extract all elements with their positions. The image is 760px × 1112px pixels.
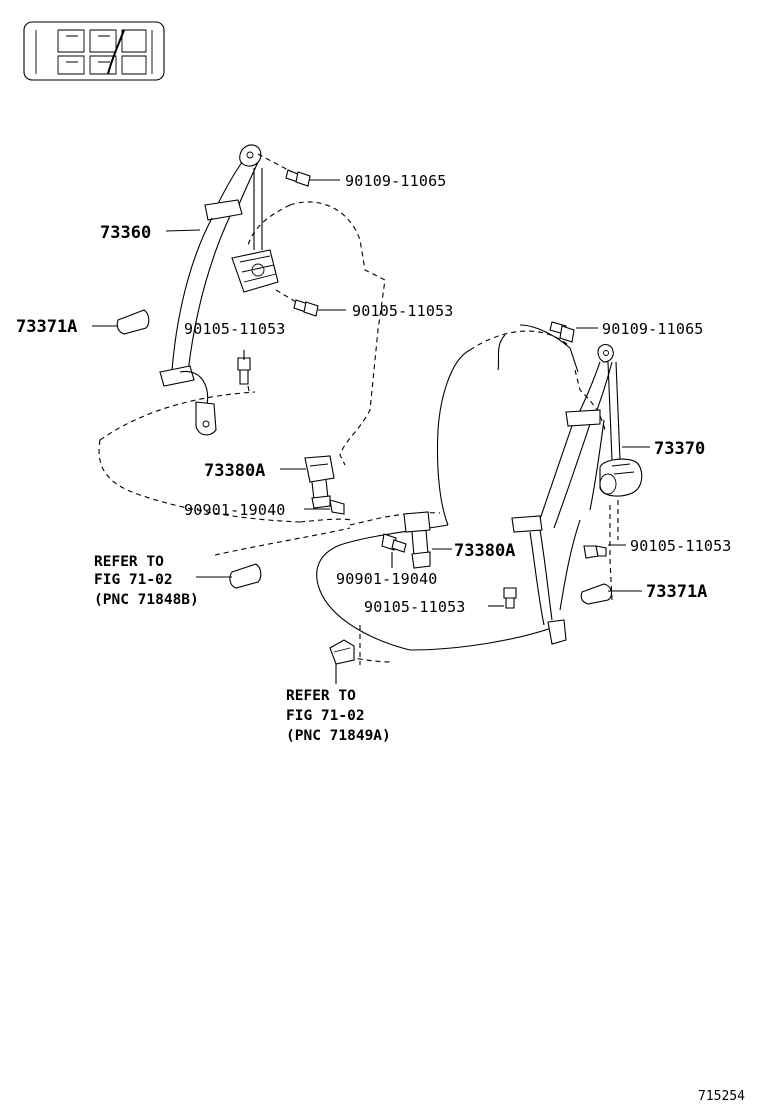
- illustration-number: 715254: [698, 1089, 745, 1104]
- refer-note-line: (PNC 71849A): [286, 728, 391, 744]
- part-label-73371A-left: 73371A: [16, 317, 77, 337]
- belt-anchor-cover-icon: [116, 309, 150, 335]
- refer-note-line: FIG 71-02: [94, 572, 173, 588]
- vehicle-locator-icon: [23, 21, 165, 81]
- part-label-90105-11053-right: 90105-11053: [630, 537, 732, 555]
- bolt-icon: [293, 299, 319, 317]
- part-label-90901-19040-right: 90901-19040: [336, 570, 438, 588]
- part-label-73380A-right: 73380A: [454, 541, 515, 561]
- right-seat-belt-assembly: [511, 343, 643, 645]
- trim-clip-icon: [229, 563, 262, 589]
- refer-note-line: FIG 71-02: [286, 708, 365, 724]
- right-buckle-assembly: [403, 511, 431, 569]
- part-label-73370: 73370: [654, 439, 705, 459]
- bolt-icon: [381, 533, 407, 553]
- bolt-icon: [549, 321, 575, 343]
- part-label-90109-11065-right: 90109-11065: [602, 320, 704, 338]
- part-label-90105-11053-upper: 90105-11053: [352, 302, 454, 320]
- refer-note-line: (PNC 71848B): [94, 592, 199, 608]
- part-label-90109-11065-left: 90109-11065: [345, 172, 447, 190]
- trim-clip-icon: [329, 639, 355, 665]
- refer-note-bottom: REFER TO FIG 71-02 (PNC 71849A): [286, 688, 391, 744]
- bolt-icon: [503, 587, 517, 609]
- refer-note-line: REFER TO: [286, 688, 356, 704]
- bolt-icon: [583, 545, 607, 559]
- left-buckle-assembly: [304, 455, 345, 515]
- part-label-90901-19040-left: 90901-19040: [184, 501, 286, 519]
- left-seat-belt-assembly: [159, 144, 279, 436]
- right-seat-body: [316, 324, 605, 651]
- part-label-73380A-left: 73380A: [204, 461, 265, 481]
- leader-lines: [92, 153, 650, 684]
- refer-note-line: REFER TO: [94, 554, 164, 570]
- left-seat-outline: [98, 201, 386, 523]
- bolt-icon: [285, 169, 311, 187]
- belt-anchor-cover-icon: [580, 583, 613, 605]
- part-label-73360: 73360: [100, 223, 151, 243]
- bolt-icon: [237, 357, 251, 385]
- part-label-90105-11053-left: 90105-11053: [184, 320, 286, 338]
- refer-note-left: REFER TO FIG 71-02 (PNC 71848B): [94, 554, 199, 608]
- part-label-73371A-right: 73371A: [646, 582, 707, 602]
- part-label-90105-11053-lower: 90105-11053: [364, 598, 466, 616]
